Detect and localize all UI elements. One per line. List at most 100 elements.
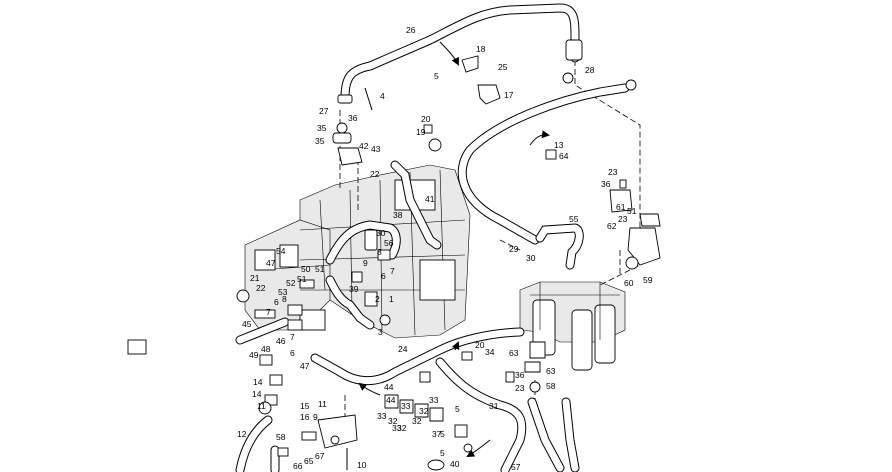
callout-30a: 30 [376, 228, 386, 238]
callout-51a: 51 [627, 206, 637, 216]
callout-19: 19 [416, 127, 426, 137]
callout-32d: 32 [412, 416, 422, 426]
callout-51c: 51 [297, 274, 307, 284]
callout-17: 17 [504, 90, 514, 100]
callout-6a: 6 [381, 271, 386, 281]
callout-55: 55 [569, 214, 579, 224]
callout-47b: 47 [300, 361, 310, 371]
callout-10: 10 [357, 460, 367, 470]
callout-23a: 23 [608, 167, 618, 177]
callout-50: 50 [301, 264, 311, 274]
callout-3: 3 [378, 327, 383, 337]
callout-39: 39 [349, 284, 359, 294]
callout-44b: 44 [386, 395, 396, 405]
callout-31: 31 [489, 401, 499, 411]
callout-30b: 30 [526, 253, 536, 263]
callout-42: 42 [359, 141, 369, 151]
callout-8b: 8 [282, 294, 287, 304]
callout-5d: 5 [440, 429, 445, 439]
callout-20: 20 [421, 114, 431, 124]
callout-5: 5 [434, 71, 439, 81]
callout-46: 46 [276, 336, 286, 346]
callout-66: 66 [293, 461, 303, 471]
callout-56: 56 [384, 238, 394, 248]
callout-14a: 14 [253, 377, 263, 387]
callout-52: 52 [286, 278, 296, 288]
callout-9a: 9 [363, 258, 368, 268]
callout-44a: 44 [384, 382, 394, 392]
callout-13: 13 [554, 140, 564, 150]
callout-14b: 14 [252, 389, 262, 399]
callout-41: 41 [425, 194, 435, 204]
callout-59: 59 [643, 275, 653, 285]
callout-27: 27 [319, 106, 329, 116]
hoses [235, 3, 630, 472]
callout-1: 1 [389, 294, 394, 304]
callout-20b: 20 [475, 340, 485, 350]
callout-51b: 51 [315, 264, 325, 274]
callout-35a: 35 [317, 123, 327, 133]
callout-22a: 22 [370, 169, 380, 179]
callout-21: 21 [250, 273, 260, 283]
callout-2: 2 [375, 294, 380, 304]
callout-25: 25 [498, 62, 508, 72]
filter-housing [519, 281, 626, 371]
callout-43: 43 [371, 144, 381, 154]
callout-64: 64 [559, 151, 569, 161]
callout-4: 4 [380, 91, 385, 101]
callout-6c: 6 [290, 348, 295, 358]
callout-7c: 7 [290, 332, 295, 342]
callout-5c: 5 [440, 448, 445, 458]
callout-9b: 9 [313, 412, 318, 422]
callout-26: 26 [406, 25, 416, 35]
callout-36b: 36 [601, 179, 611, 189]
callout-48: 48 [261, 344, 271, 354]
callout-54: 54 [276, 246, 286, 256]
callout-33d: 33 [392, 423, 402, 433]
callout-63b: 63 [546, 366, 556, 376]
callout-32a: 32 [388, 416, 398, 426]
callout-24: 24 [398, 344, 408, 354]
callout-8a: 8 [377, 247, 382, 257]
callout-58b: 58 [276, 432, 286, 442]
callout-60: 60 [624, 278, 634, 288]
callout-58a: 58 [546, 381, 556, 391]
callout-35b: 35 [315, 136, 325, 146]
callout-28: 28 [585, 65, 595, 75]
callout-38: 38 [393, 210, 403, 220]
callout-16: 16 [300, 412, 310, 422]
callout-40: 40 [450, 459, 460, 469]
callout-36: 36 [348, 113, 358, 123]
callout-36c: 36 [515, 370, 525, 380]
callout-34: 34 [485, 347, 495, 357]
callout-12: 12 [237, 429, 247, 439]
callout-23c: 23 [515, 383, 525, 393]
callout-23b: 23 [618, 214, 628, 224]
callout-53: 53 [278, 287, 288, 297]
callout-49: 49 [249, 350, 259, 360]
callout-33a: 33 [377, 411, 387, 421]
callout-45: 45 [242, 319, 252, 329]
callout-63a: 63 [509, 348, 519, 358]
callout-11a: 11 [257, 401, 266, 411]
callout-22b: 22 [256, 283, 266, 293]
callout-18: 18 [476, 44, 486, 54]
callout-15: 15 [300, 401, 310, 411]
callout-5b: 5 [455, 404, 460, 414]
callout-33c: 33 [429, 395, 439, 405]
callout-11b: 11 [318, 399, 327, 409]
callout-7b: 7 [266, 307, 271, 317]
callout-61a: 61 [616, 202, 626, 212]
callout-6b: 6 [274, 297, 279, 307]
hardware-parts [127, 39, 661, 471]
motion-arrows [358, 41, 550, 457]
callout-labels: 26 18 5 25 17 4 28 27 36 35 42 43 20 19 … [237, 25, 653, 472]
callout-32b: 32 [419, 406, 429, 416]
callout-57: 57 [511, 462, 521, 472]
callout-65: 65 [304, 456, 314, 466]
callout-67: 67 [315, 451, 325, 461]
callout-7a: 7 [390, 266, 395, 276]
callout-37: 37 [432, 429, 442, 439]
